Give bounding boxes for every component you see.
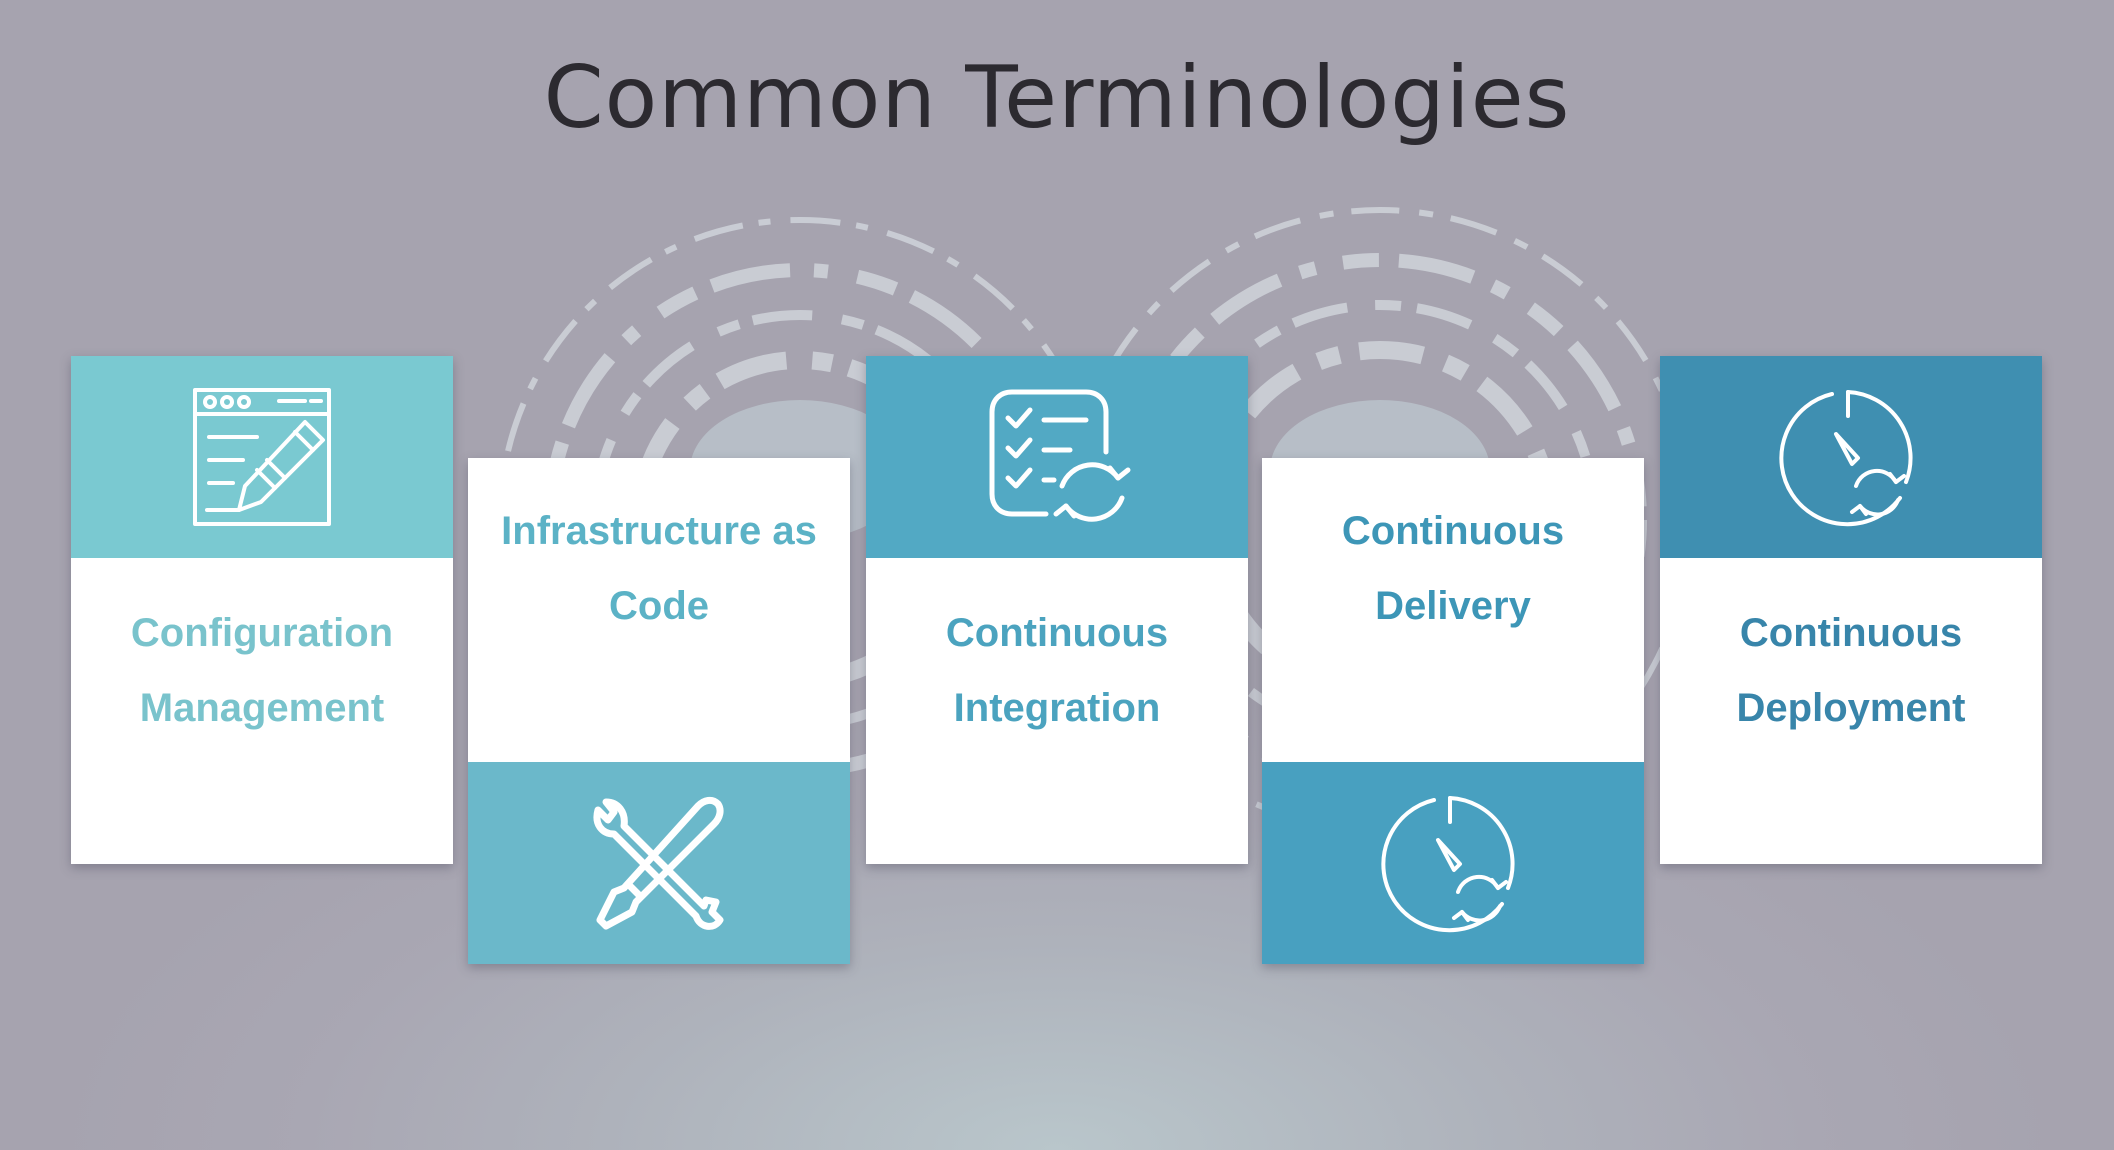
card-continuous-deployment: Continuous Deployment — [1660, 356, 2042, 864]
card-label: Infrastructure as Code — [501, 509, 817, 628]
wrench-screwdriver-icon — [593, 796, 724, 930]
card-icon-band — [1262, 762, 1644, 964]
card-label: Continuous Deployment — [1736, 611, 1966, 730]
card-label: Continuous Delivery — [1341, 509, 1565, 628]
checklist-refresh-icon — [989, 389, 1131, 522]
card-continuous-delivery: Continuous Delivery — [1262, 458, 1644, 964]
page-title: Common Terminologies — [543, 48, 1571, 148]
card-icon-band — [71, 356, 453, 558]
card-continuous-integration: Continuous Integration — [866, 356, 1248, 864]
speedometer-refresh-icon — [1779, 390, 1913, 527]
card-icon-band — [866, 356, 1248, 558]
speedometer-refresh-icon — [1381, 796, 1515, 933]
card-label: Continuous Integration — [945, 611, 1169, 730]
card-infrastructure-as-code: Infrastructure as Code — [468, 458, 850, 964]
card-configuration-management: Configuration Management — [71, 356, 453, 864]
card-label: Configuration Management — [130, 611, 394, 730]
card-icon-band — [468, 762, 850, 964]
document-pencil-icon — [193, 388, 331, 526]
card-icon-band — [1660, 356, 2042, 558]
